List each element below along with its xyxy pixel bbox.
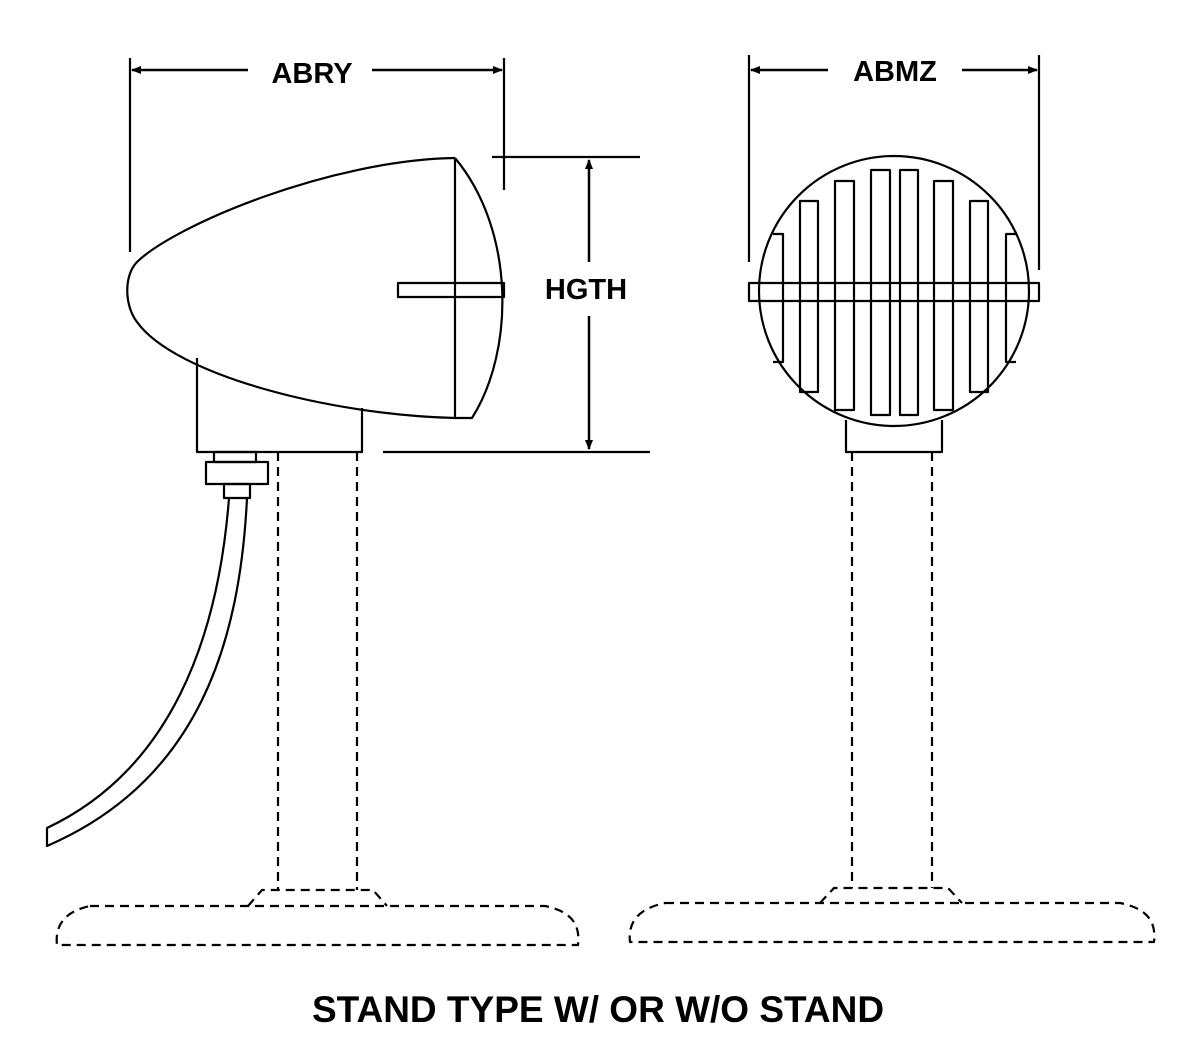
front-stand-base [628,901,1156,944]
front-grille-bar [747,281,1041,303]
side-body-block [195,358,364,454]
side-cable [45,497,249,848]
dimension-hgth: HGTH [383,155,650,454]
front-head-outline [757,154,1031,428]
side-view: ABRY [45,58,580,947]
dimension-label-hgth: HGTH [545,274,627,306]
front-grille-slots [773,168,1016,417]
side-grille-bar [396,281,506,299]
side-connector-bottom [222,482,252,500]
dimension-abmz: ABMZ [747,55,1041,270]
side-head-body [126,156,456,420]
dimension-label-abmz: ABMZ [853,56,937,88]
side-stand-base [55,904,580,947]
side-stand-collar [247,888,388,907]
dimension-abry: ABRY [128,58,506,252]
side-connector-nut [204,460,270,486]
front-view: ABMZ [628,55,1156,944]
front-neck [844,420,944,454]
front-stand-collar [819,886,963,904]
side-connector-top [212,450,258,464]
diagram-caption: STAND TYPE W/ OR W/O STAND [312,989,884,1030]
side-head-lens [454,157,504,420]
dimension-label-abry: ABRY [271,58,352,90]
